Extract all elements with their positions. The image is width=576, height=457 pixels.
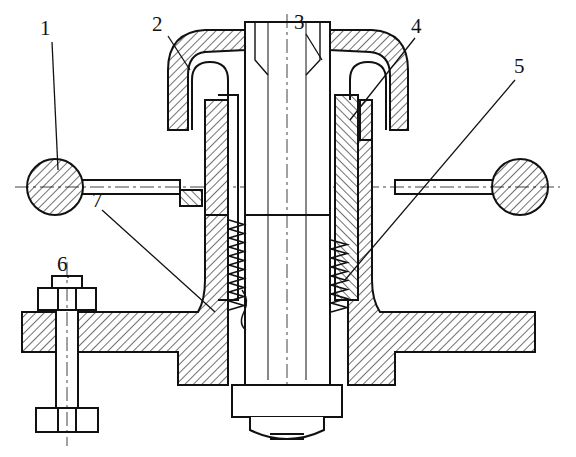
spring-coil [331, 240, 347, 249]
spring-coil [229, 292, 244, 301]
callout-number: 4 [411, 16, 422, 37]
callout-number: 7 [92, 190, 103, 211]
callout-number: 5 [514, 56, 525, 77]
spring-coil [229, 265, 244, 274]
spring-coil [229, 229, 244, 238]
spring-coil [229, 274, 244, 283]
callout-number: 6 [57, 254, 68, 275]
spring-coil [229, 247, 244, 256]
spring-coil [331, 258, 347, 267]
callout-number: 2 [152, 14, 163, 35]
spring-coil [331, 303, 347, 312]
spring-coil [229, 256, 244, 265]
spring-coil [229, 220, 244, 229]
spring-coil [331, 294, 347, 303]
spring-coil [229, 238, 244, 247]
spring-coil [229, 301, 244, 310]
spring-coil [331, 267, 347, 276]
callout-number: 1 [40, 18, 51, 39]
spring-coil [331, 249, 347, 258]
callout-number: 3 [294, 12, 305, 33]
drawing-lines [15, 14, 560, 446]
spring-coil [331, 285, 347, 294]
spring-coil [331, 276, 347, 285]
spring-coil [229, 283, 244, 292]
